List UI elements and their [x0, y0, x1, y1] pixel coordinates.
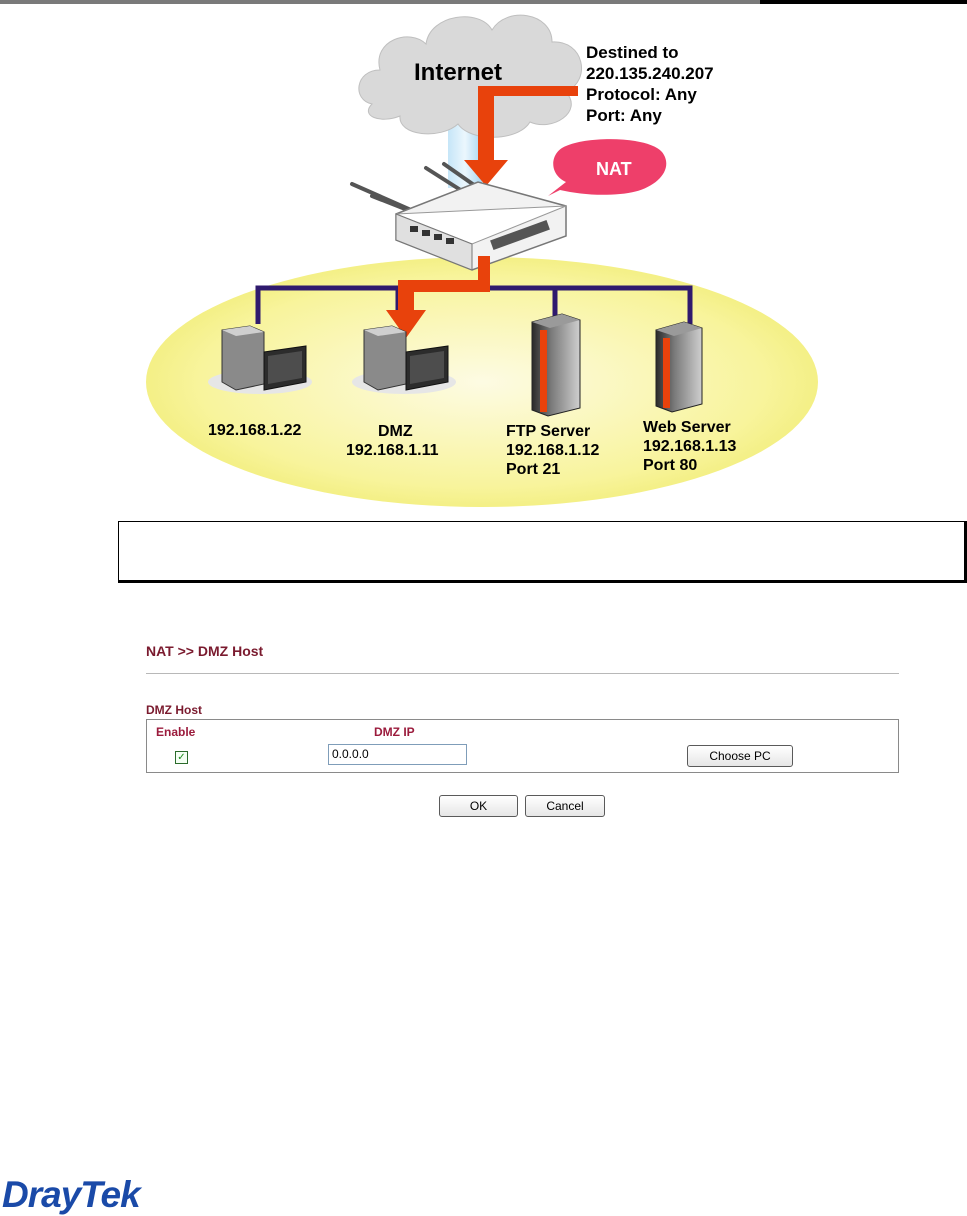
- internet-label: Internet: [414, 59, 502, 86]
- host-label: 192.168.1.13: [643, 438, 737, 455]
- top-rule: [0, 0, 967, 4]
- web-server-icon: [655, 321, 703, 413]
- incoming-traffic-arrow: [464, 86, 578, 186]
- host-label: 192.168.1.11: [346, 442, 439, 459]
- choose-pc-button[interactable]: Choose PC: [687, 745, 793, 767]
- host-label: Web Server: [643, 419, 731, 436]
- pc-icon: [208, 325, 312, 394]
- dmz-ip-input[interactable]: 0.0.0.0: [328, 744, 467, 765]
- dmz-network-diagram: Internet Destined to 220.135.240.207 Pro…: [146, 14, 818, 507]
- host-label: DMZ: [378, 423, 413, 440]
- draytek-logo: DrayTek: [2, 1174, 141, 1215]
- dmz-ip-column-header: DMZ IP: [374, 725, 415, 739]
- dmz-host-panel: NAT >> DMZ Host DMZ Host Enable DMZ IP ✓…: [146, 640, 899, 817]
- ok-button[interactable]: OK: [439, 795, 518, 817]
- destination-line: Destined to: [586, 43, 679, 62]
- cancel-button[interactable]: Cancel: [525, 795, 605, 817]
- destination-line: Port: Any: [586, 106, 662, 125]
- nat-bubble: NAT: [548, 139, 667, 196]
- destination-line: Protocol: Any: [586, 85, 697, 104]
- lan-area: [146, 257, 818, 507]
- destination-info: Destined to 220.135.240.207 Protocol: An…: [586, 43, 714, 125]
- host-label: 192.168.1.12: [506, 442, 600, 459]
- host-label: Port 21: [506, 461, 560, 478]
- router-icon: [350, 162, 567, 271]
- dmz-forward-arrow: [386, 256, 490, 338]
- dmz-host-table: Enable DMZ IP ✓ 0.0.0.0 Choose PC: [146, 719, 899, 773]
- host-label: FTP Server: [506, 423, 590, 440]
- destination-line: 220.135.240.207: [586, 64, 714, 83]
- ftp-server-icon: [531, 313, 581, 417]
- host-label: 192.168.1.22: [208, 422, 302, 439]
- enable-checkbox[interactable]: ✓: [175, 751, 188, 764]
- svg-text:NAT: NAT: [596, 159, 632, 179]
- note-box: [118, 521, 967, 583]
- dmz-pc-icon: [352, 325, 456, 394]
- internet-cloud-icon: [358, 14, 582, 138]
- title-divider: [146, 673, 899, 674]
- section-title: DMZ Host: [146, 703, 202, 717]
- enable-column-header: Enable: [156, 725, 196, 739]
- page-title: NAT >> DMZ Host: [146, 643, 264, 659]
- host-label: Port 80: [643, 457, 697, 474]
